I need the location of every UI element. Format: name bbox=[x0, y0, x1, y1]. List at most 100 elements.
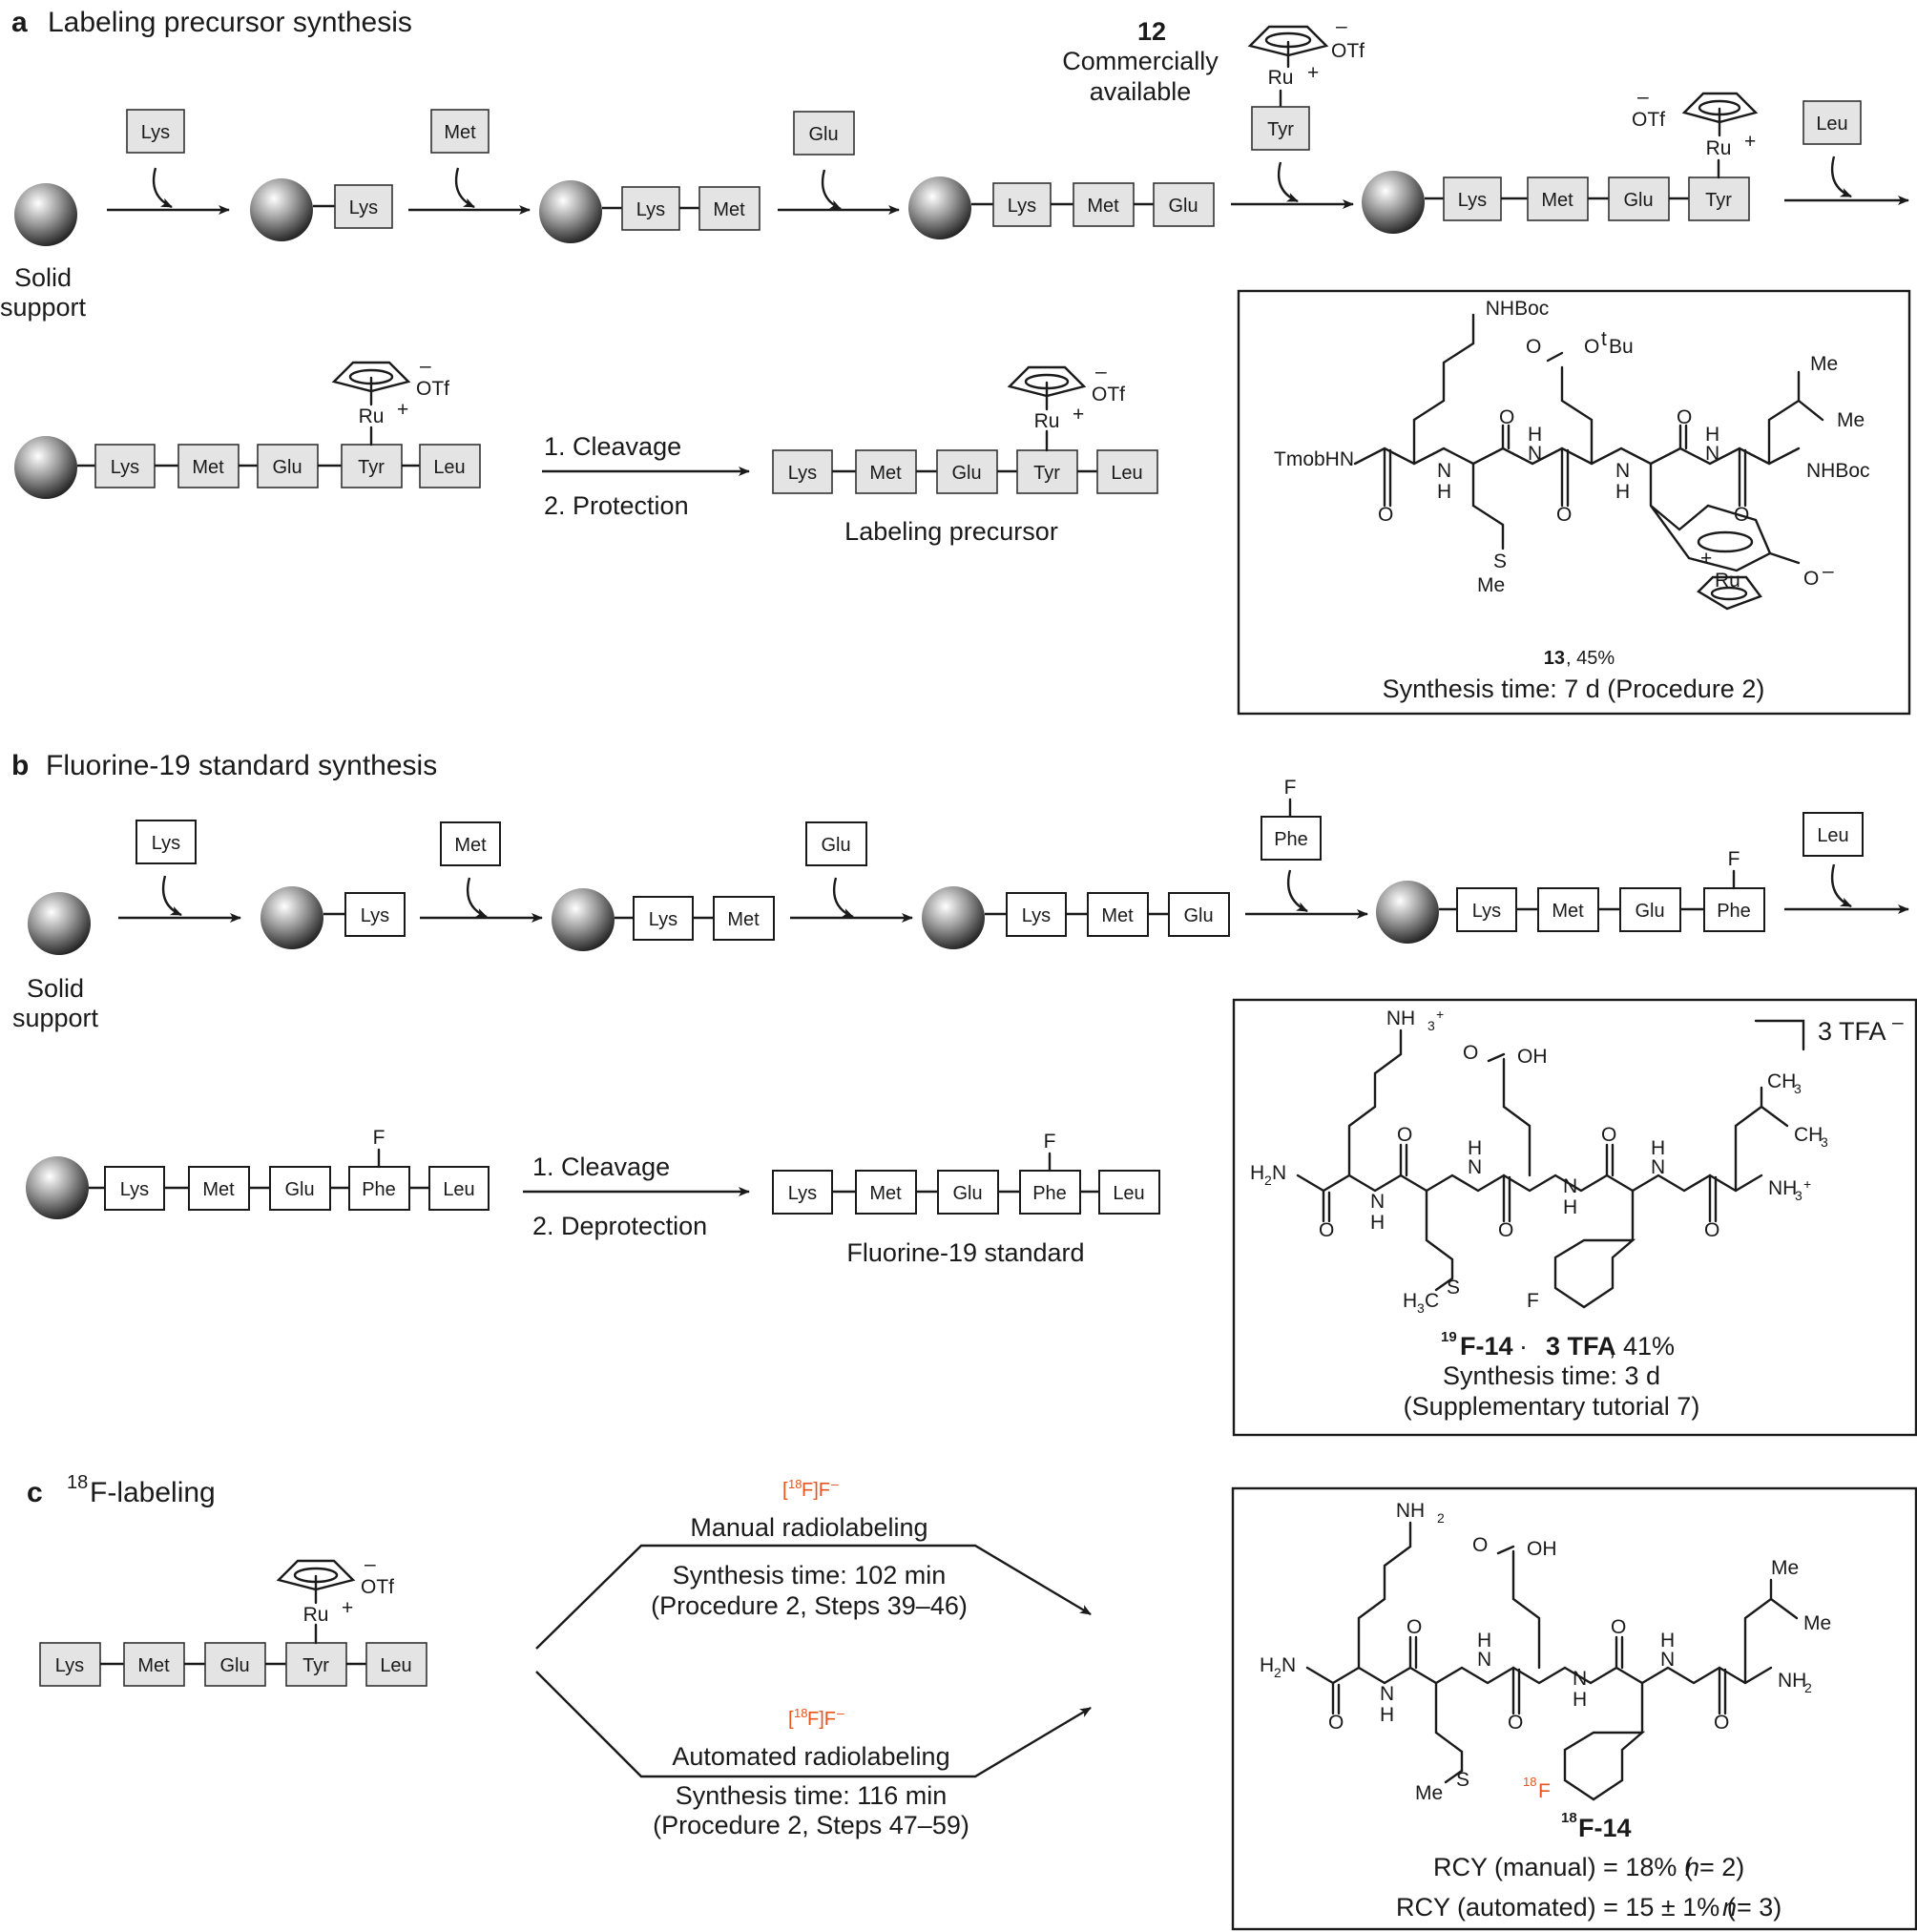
residue-label: Tyr bbox=[358, 457, 385, 478]
struct-label: O bbox=[1472, 1534, 1488, 1556]
residue-label: Lys bbox=[141, 122, 170, 143]
struct-label: H bbox=[1370, 1212, 1385, 1234]
residue-label: Phe bbox=[1717, 901, 1751, 922]
curved-arrow bbox=[1286, 869, 1308, 913]
struct-label: H bbox=[1250, 1162, 1264, 1184]
struct-label: O bbox=[1611, 1616, 1626, 1638]
residue-label: Leu bbox=[443, 1179, 474, 1200]
residue-box-met bbox=[1073, 182, 1135, 227]
residue-box-lys bbox=[772, 449, 833, 494]
ru-label: Ru bbox=[303, 1604, 329, 1626]
residue-label: Phe bbox=[362, 1179, 396, 1200]
fluorine-label: F bbox=[1728, 848, 1740, 870]
struct-label: – bbox=[1823, 560, 1834, 582]
reagent-bracket-open: [ bbox=[788, 1709, 794, 1730]
residue-label: Leu bbox=[380, 1655, 411, 1676]
residue-box-glu bbox=[805, 821, 867, 866]
reagent-isotope: 18 bbox=[794, 1706, 807, 1720]
compound-name: F-14 bbox=[1460, 1332, 1513, 1361]
plus-charge: + bbox=[1073, 404, 1084, 426]
residue-label: Phe bbox=[1274, 829, 1308, 850]
panel-b-letter: b bbox=[11, 750, 29, 781]
struct-label: O bbox=[1803, 568, 1819, 590]
struct-label: Me bbox=[1803, 1612, 1831, 1634]
residue-box-glu bbox=[1153, 182, 1215, 227]
residue-label: Glu bbox=[219, 1655, 249, 1676]
struct-label: N bbox=[1468, 1156, 1482, 1178]
residue-label: Glu bbox=[1183, 905, 1213, 926]
panel-a-letter: a bbox=[11, 7, 28, 38]
compound-13-structure bbox=[1353, 313, 1824, 611]
fluorine-label: F bbox=[1044, 1131, 1056, 1153]
reagent-isotope: 18 bbox=[788, 1477, 802, 1491]
automated-reagent: [ 18 F]F – bbox=[788, 1705, 844, 1730]
struct-label: H bbox=[1468, 1137, 1482, 1159]
struct-label: NH bbox=[1396, 1500, 1425, 1522]
residue-label: Lys bbox=[349, 197, 378, 218]
step-2-label: 2. Protection bbox=[544, 491, 689, 520]
struct-label: O bbox=[1397, 1124, 1412, 1146]
struct-label: Ru bbox=[1715, 570, 1740, 592]
compound-13-box bbox=[1237, 289, 1911, 716]
residue-label: Met bbox=[454, 835, 487, 856]
ru-label: Ru bbox=[1268, 67, 1294, 89]
solid-support-bead bbox=[260, 886, 323, 949]
struct-label: 2 bbox=[1264, 1173, 1272, 1188]
solid-support-bead bbox=[922, 886, 985, 949]
struct-label: 3 bbox=[1821, 1134, 1828, 1150]
struct-label: CH bbox=[1794, 1124, 1823, 1146]
struct-label: O bbox=[1584, 336, 1599, 358]
reagent-fluoride: F]F bbox=[807, 1709, 836, 1730]
residue-label: Lys bbox=[636, 199, 665, 220]
compound-13-number: 13 bbox=[1544, 648, 1565, 669]
residue-label: Lys bbox=[1458, 190, 1487, 211]
struct-label: NHBoc bbox=[1806, 460, 1870, 482]
struct-label: N bbox=[1281, 1654, 1296, 1676]
struct-label: O bbox=[1734, 504, 1749, 526]
struct-label: N bbox=[1437, 460, 1451, 482]
residue-label: Glu bbox=[821, 835, 850, 856]
struct-label: N bbox=[1477, 1649, 1491, 1671]
otf-label: OTf bbox=[1632, 109, 1665, 131]
struct-label: Me bbox=[1415, 1782, 1443, 1804]
struct-label: 3 bbox=[1427, 1018, 1435, 1033]
ru-label: Ru bbox=[1706, 137, 1732, 159]
residue-label: Tyr bbox=[302, 1655, 329, 1676]
curved-arrow bbox=[1830, 156, 1852, 198]
residue-box-lys bbox=[94, 444, 156, 488]
curved-arrow bbox=[821, 169, 842, 211]
curved-arrow bbox=[1277, 161, 1299, 203]
residue-box-leu bbox=[1096, 449, 1158, 494]
plus-charge: + bbox=[1744, 131, 1756, 153]
solid-support-bead bbox=[552, 888, 615, 951]
residue-label: Glu bbox=[952, 1183, 982, 1204]
struct-label: t bbox=[1601, 328, 1607, 350]
step-1-label: 1. Cleavage bbox=[532, 1153, 670, 1181]
compound-18f-14-box bbox=[1231, 1486, 1917, 1931]
curved-arrow bbox=[466, 877, 488, 919]
struct-label: O bbox=[1677, 406, 1692, 428]
residue-label: Lys bbox=[55, 1655, 84, 1676]
struct-label: H bbox=[1660, 1630, 1675, 1652]
residue-box-glu bbox=[1619, 887, 1681, 932]
residue-box-lys bbox=[621, 186, 680, 231]
struct-label: N bbox=[1563, 1175, 1577, 1197]
residue-label: Lys bbox=[1472, 901, 1501, 922]
residue-label: Met bbox=[192, 457, 224, 478]
plus-charge: + bbox=[397, 399, 408, 421]
cyclopentadienyl-ring bbox=[1007, 365, 1087, 411]
struct-label: NHBoc bbox=[1486, 298, 1550, 320]
residue-label: Leu bbox=[1817, 825, 1848, 846]
struct-label: N bbox=[1573, 1668, 1587, 1690]
residue-label: Tyr bbox=[1705, 190, 1732, 211]
residue-box-leu bbox=[365, 1642, 427, 1687]
product-label: Fluorine-19 standard bbox=[846, 1238, 1084, 1267]
residue-label: Glu bbox=[1168, 196, 1198, 217]
product-label: Labeling precursor bbox=[844, 517, 1058, 546]
minus-charge: – bbox=[365, 1553, 376, 1575]
struct-label: Me bbox=[1771, 1557, 1799, 1579]
rcy-automated-count: = 3) bbox=[1737, 1893, 1782, 1922]
residue-label: Leu bbox=[1111, 463, 1142, 484]
residue-box-lys bbox=[135, 820, 197, 864]
